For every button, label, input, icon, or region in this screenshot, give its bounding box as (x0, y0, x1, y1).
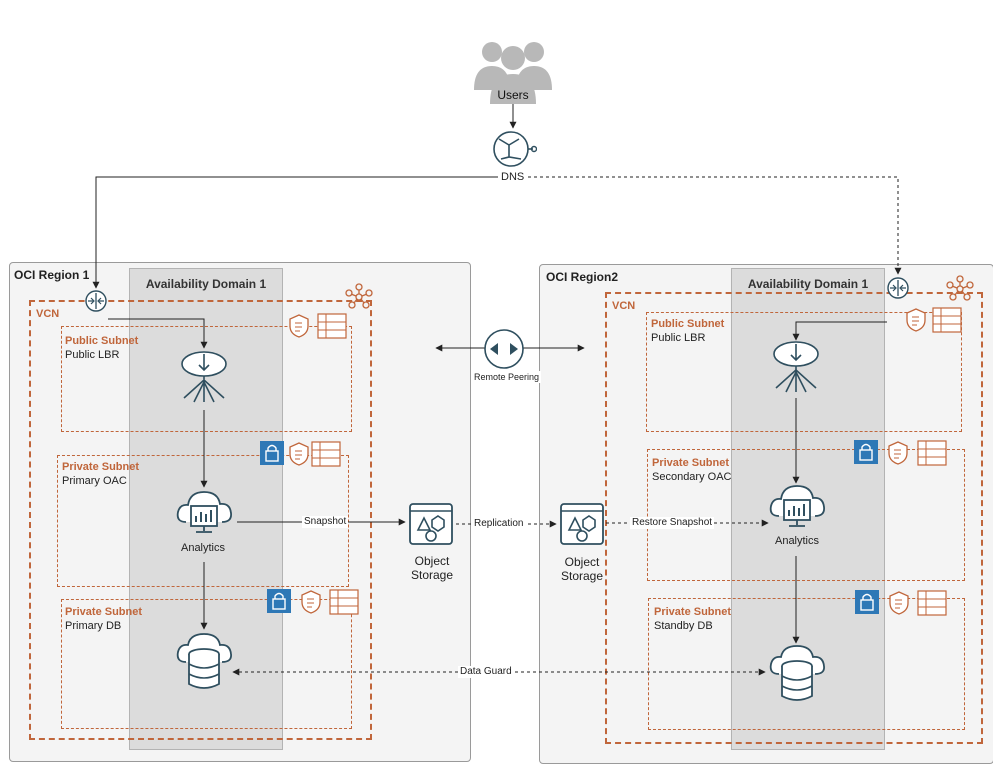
object-storage-label-1-line2: Storage (410, 568, 454, 582)
analytics-label-1: Analytics (180, 542, 226, 554)
users-label: Users (497, 88, 529, 102)
lock-icon (260, 441, 284, 465)
object-storage-label-1-line1: Object (414, 554, 450, 568)
dns-icon (493, 131, 537, 167)
object-storage-label-2-line1: Object (564, 555, 600, 569)
lock-icon (854, 440, 878, 464)
private-subnet-oac-2 (647, 449, 965, 581)
load-balancer-icon-1 (181, 351, 227, 403)
object-storage-icon-2 (560, 503, 604, 545)
analytics-icon-2 (769, 485, 825, 527)
security-list-icon (917, 590, 947, 616)
data-guard-label: Data Guard (458, 666, 514, 678)
shield-icon (289, 442, 309, 466)
public-subnet-2-title: Public Subnet (651, 318, 725, 330)
remote-peering-icon (484, 329, 524, 369)
replication-label: Replication (472, 518, 526, 530)
restore-snapshot-label: Restore Snapshot (630, 517, 715, 529)
lock-icon (855, 590, 879, 614)
private-subnet-db-1-title: Private Subnet (65, 606, 143, 618)
shield-icon (889, 591, 909, 615)
security-list-icon (917, 440, 947, 466)
private-subnet-db-1 (61, 599, 352, 729)
gateway-icon-region-1 (85, 290, 107, 312)
region-2-title: OCI Region2 (546, 270, 619, 284)
private-subnet-db-1-desc: Primary DB (65, 620, 122, 632)
analytics-icon-1 (176, 491, 232, 533)
gateway-icon-region-2 (887, 277, 909, 299)
public-subnet-1-title: Public Subnet (65, 335, 139, 347)
availability-domain-1-title: Availability Domain 1 (145, 277, 267, 291)
load-balancer-icon-2 (773, 341, 819, 393)
object-storage-label-2-line2: Storage (560, 569, 604, 583)
vcn-2 (605, 292, 983, 744)
vcn-2-title: VCN (612, 300, 636, 312)
security-list-icon (932, 307, 962, 333)
private-subnet-db-2-title: Private Subnet (654, 606, 732, 618)
private-subnet-oac-1 (57, 455, 349, 587)
edge-dns-region1 (92, 176, 498, 289)
lock-icon (267, 589, 291, 613)
public-subnet-1-desc: Public LBR (65, 349, 120, 361)
database-icon-2 (769, 645, 825, 701)
shield-icon (906, 308, 926, 332)
private-subnet-db-2-desc: Standby DB (654, 620, 713, 632)
vcn-router-icon-1 (345, 283, 373, 309)
analytics-label-2: Analytics (774, 535, 820, 547)
users-icon (474, 42, 552, 104)
object-storage-icon-1 (409, 503, 453, 545)
private-subnet-db-2 (648, 598, 965, 730)
private-subnet-oac-2-title: Private Subnet (652, 457, 730, 469)
vcn-1-title: VCN (36, 308, 60, 320)
shield-icon (888, 441, 908, 465)
private-subnet-oac-1-desc: Primary OAC (62, 475, 127, 487)
security-list-icon (311, 441, 341, 467)
shield-icon (301, 590, 321, 614)
snapshot-label: Snapshot (302, 516, 349, 528)
edge-gw2-lb2 (792, 321, 887, 341)
security-list-icon (329, 589, 359, 615)
shield-icon (289, 314, 309, 338)
database-icon-1 (176, 633, 232, 689)
public-subnet-2-desc: Public LBR (651, 332, 706, 344)
vcn-1 (29, 300, 372, 740)
dns-label: DNS (499, 171, 527, 183)
region-1-title: OCI Region 1 (14, 268, 90, 282)
edge-gw1-lb1 (108, 318, 208, 349)
private-subnet-oac-1-title: Private Subnet (62, 461, 140, 473)
edge-dns-region2 (528, 176, 902, 275)
public-subnet-2 (646, 312, 962, 432)
vcn-router-icon-2 (946, 275, 974, 301)
private-subnet-oac-2-desc: Secondary OAC (652, 471, 732, 483)
remote-peering-label: Remote Peering (472, 371, 542, 383)
availability-domain-2-title: Availability Domain 1 (747, 277, 869, 291)
security-list-icon (317, 313, 347, 339)
public-subnet-1 (61, 326, 352, 432)
